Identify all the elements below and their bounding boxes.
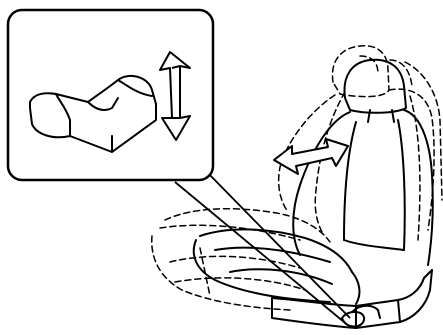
seat-headrest-outline <box>344 60 406 122</box>
detail-inset-box <box>8 10 213 180</box>
left-right-arrow-icon <box>274 139 348 174</box>
seat-cushion-range-outline <box>152 209 330 310</box>
